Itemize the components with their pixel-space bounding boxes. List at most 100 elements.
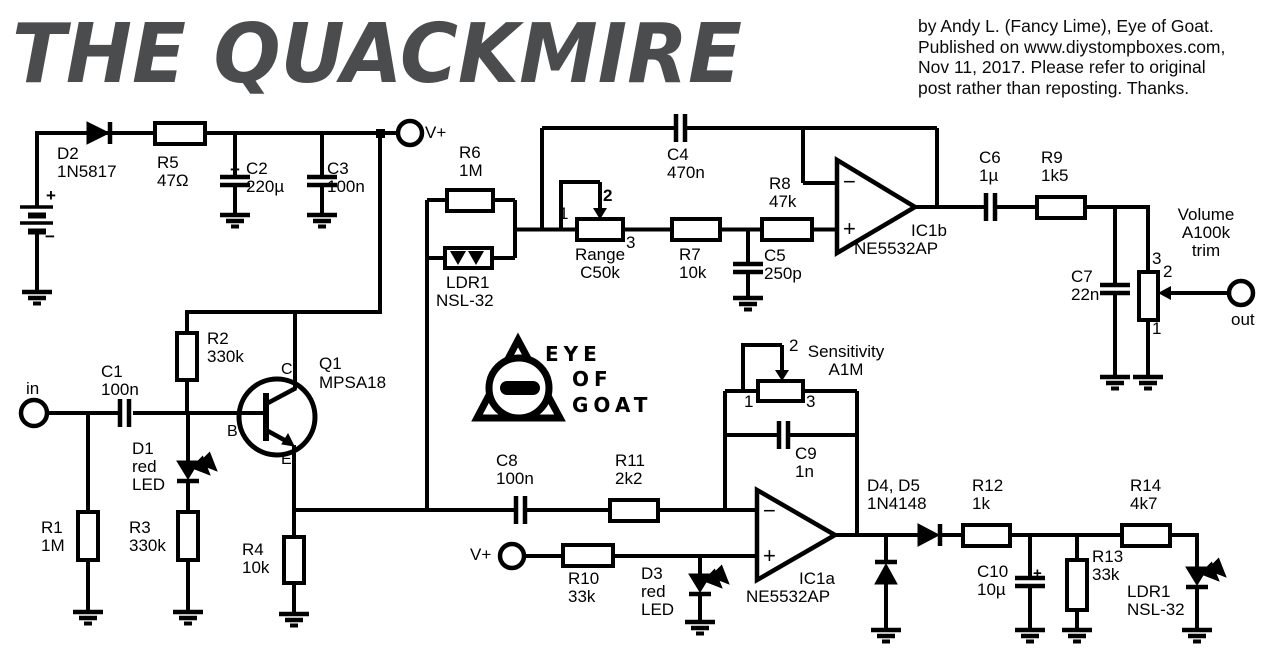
attribution-line: by Andy L. (Fancy Lime), Eye of Goat. — [918, 16, 1214, 36]
pot-volume — [1137, 270, 1160, 322]
cap-c4 — [673, 114, 688, 142]
led-d1 — [176, 451, 218, 484]
resistor-r2 — [175, 331, 199, 382]
r1-ref: R1 — [41, 518, 63, 537]
r3-ref: R3 — [129, 518, 151, 537]
ldr1-ref: LDR1 — [446, 273, 490, 292]
led-ldr1 — [1185, 557, 1227, 590]
q1-pin-c: C — [281, 361, 293, 378]
in-label: in — [26, 379, 40, 398]
r12-ref: R12 — [972, 476, 1004, 495]
sensitivity-pot-label: Sensitivity A1M — [798, 343, 894, 379]
terminal-out — [1226, 278, 1256, 308]
c8-ref: C8 — [496, 451, 518, 470]
volume-pin3: 3 — [1152, 249, 1162, 268]
ic1a-plus-sign: + — [763, 543, 776, 568]
r4-value: 10k — [242, 558, 270, 577]
r14-value: 4k7 — [1130, 494, 1158, 513]
volume-pot-extra: trim — [1191, 241, 1221, 260]
ic1a-part: NE5532AP — [746, 587, 831, 606]
r4-ref: R4 — [242, 540, 264, 559]
range-pin3: 3 — [626, 233, 636, 252]
c7-ref: C7 — [1071, 267, 1093, 286]
c1-value: 100n — [101, 380, 139, 399]
diode-d4 — [917, 523, 943, 547]
r9-ref: R9 — [1041, 148, 1063, 167]
r13-value: 33k — [1092, 565, 1120, 584]
pot-range — [575, 217, 625, 242]
r7-value: 10k — [679, 263, 707, 282]
c7-value: 22n — [1071, 285, 1100, 304]
range-pin2: 2 — [603, 186, 613, 205]
battery-symbol — [20, 205, 53, 235]
resistor-r6 — [445, 188, 495, 213]
ldr1-led-part: NSL-32 — [1127, 600, 1185, 619]
range-pot-name: Range — [574, 245, 626, 264]
resistor-r5 — [153, 121, 207, 146]
d45-part: 1N4148 — [867, 494, 927, 513]
sensitivity-wiper-arrow — [775, 370, 789, 381]
r7-ref: R7 — [679, 245, 701, 264]
q1-pin-e: E — [281, 451, 292, 468]
c10-plus-sign: + — [1033, 565, 1042, 582]
c2-value: 220µ — [246, 177, 285, 196]
ic1a-ref: IC1a — [799, 569, 835, 588]
resistor-r13 — [1065, 558, 1089, 612]
ic1a-minus-sign: − — [763, 498, 776, 523]
resistor-r14 — [1120, 523, 1172, 548]
ic1b-part: NE5532AP — [854, 239, 939, 258]
r1-value: 1M — [41, 536, 65, 555]
c6-value: 1µ — [979, 166, 999, 185]
resistor-r12 — [961, 523, 1012, 548]
q1-part: MPSA18 — [319, 373, 387, 392]
logo-word-eye: EYE — [545, 342, 602, 366]
terminal-vplus-mid — [497, 541, 527, 571]
q1-pin-b: B — [227, 423, 238, 440]
r8-value: 47k — [769, 192, 797, 211]
page-title: THE QUACKMIRE — [12, 6, 742, 102]
logo-word-goat: GOAT — [572, 393, 653, 417]
c1-ref: C1 — [101, 362, 123, 381]
attribution-line: post rather than reposting. Thanks. — [918, 77, 1190, 98]
cap-c9 — [776, 421, 791, 449]
d2-value: 1N5817 — [57, 162, 117, 181]
diode-d2 — [86, 121, 113, 145]
ldr1-led-ref: LDR1 — [1127, 582, 1171, 601]
sensitivity-pin1: 1 — [744, 392, 754, 411]
attribution-text: by Andy L. (Fancy Lime), Eye of Goat. Pu… — [918, 16, 1225, 98]
q1-transistor-body — [236, 376, 318, 458]
d2-ref: D2 — [57, 144, 79, 163]
resistor-r10 — [561, 543, 615, 568]
r5-value: 47Ω — [157, 171, 189, 190]
diode-d5 — [874, 559, 898, 585]
q1-transistor-symbol — [263, 386, 298, 447]
sensitivity-pot-value: A1M — [828, 360, 864, 379]
c9-ref: C9 — [795, 444, 817, 463]
cap-c8 — [513, 496, 528, 524]
r6-value: 1M — [459, 161, 483, 180]
eye-of-goat-logo-icon — [471, 332, 566, 422]
r6-ref: R6 — [459, 143, 481, 162]
cap-c3 — [307, 174, 337, 188]
battery-minus-sign: − — [45, 227, 55, 246]
c4-value: 470n — [667, 163, 705, 182]
r11-ref: R11 — [615, 451, 645, 470]
battery-plus-sign: + — [46, 186, 56, 205]
d1-color: red — [132, 457, 157, 476]
logo-word-of: OF — [572, 367, 613, 391]
c9-value: 1n — [795, 462, 814, 481]
resistor-r8 — [760, 217, 814, 242]
resistor-r11 — [608, 498, 660, 523]
volume-pin2: 2 — [1163, 262, 1173, 281]
c3-value: 100n — [327, 177, 365, 196]
d45-refs: D4, D5 — [867, 476, 920, 495]
resistor-r1 — [76, 510, 100, 562]
c4-ref: C4 — [667, 145, 689, 164]
pot-sensitivity — [756, 379, 805, 403]
resistor-r3 — [176, 510, 200, 562]
terminal-in — [18, 397, 50, 429]
volume-pot-name: Volume — [1177, 205, 1235, 224]
led-d3 — [688, 564, 730, 597]
range-pin1: 1 — [559, 204, 569, 223]
